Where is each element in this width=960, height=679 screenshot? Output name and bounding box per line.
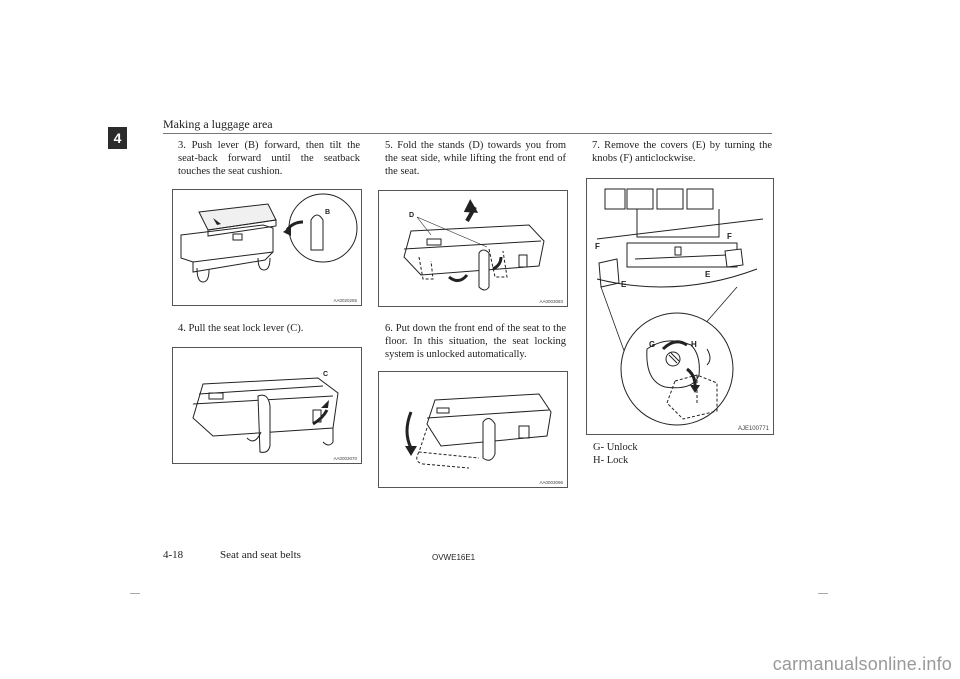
figure-code: AA0020255	[333, 298, 357, 303]
figure-label-e-left: E	[621, 280, 627, 289]
watermark: carmanualsonline.info	[772, 654, 952, 674]
figure-seat-down: AA0003096	[378, 371, 568, 488]
figure-label-f-right: F	[727, 232, 732, 241]
figure-label-c: C	[323, 371, 328, 378]
figure-code: AA0003083	[539, 299, 563, 304]
footer-page-number: 4-18	[163, 549, 184, 561]
figure-code: AJE100771	[737, 426, 769, 432]
figure-code: AA0003070	[333, 456, 357, 461]
step-5: 5. Fold the stands (D) towards you from …	[385, 140, 566, 177]
figure-label-f-left: F	[595, 242, 600, 251]
figure-seat-tilt: B AA0020255	[172, 189, 362, 306]
figure-label-e-right: E	[705, 270, 711, 279]
figure-code: AA0003096	[539, 480, 563, 485]
figure-label-g: G	[649, 340, 655, 349]
figure-label-b: B	[325, 209, 330, 216]
legend-unlock: G- Unlock	[593, 442, 638, 453]
step-4: 4. Pull the seat lock lever (C).	[178, 323, 304, 334]
step-7: 7. Remove the covers (E) by turning the …	[592, 140, 772, 164]
step-3: 3. Push lever (B) forward, then tilt the…	[178, 140, 360, 177]
step-6: 6. Put down the front end of the seat to…	[385, 323, 566, 360]
figure-seat-lock-lever: C AA0003070	[172, 347, 362, 464]
crop-mark	[818, 593, 828, 594]
figure-label-h: H	[691, 340, 697, 349]
chapter-tab: 4	[108, 127, 127, 149]
figure-fold-stands: D AA0003083	[378, 190, 568, 307]
figure-label-d: D	[409, 212, 414, 219]
legend-lock: H- Lock	[593, 455, 629, 466]
footer-doc-code: OVWE16E1	[432, 553, 476, 562]
figure-remove-covers: F F E E G H AJE100771	[586, 178, 774, 435]
header-rule	[163, 133, 772, 134]
crop-mark	[130, 593, 140, 594]
page-header-title: Making a luggage area	[163, 117, 273, 131]
footer-section-title: Seat and seat belts	[220, 549, 301, 561]
